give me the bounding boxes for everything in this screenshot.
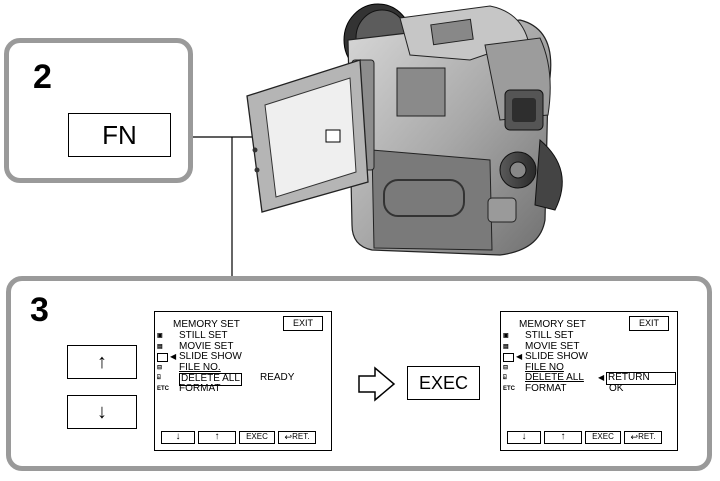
menu-item-still-set[interactable]: ▣ STILL SET [503,330,574,341]
screen-title: MEMORY SET [173,319,240,330]
softkey-bar: ↓ ↑ EXEC ↩RET. [507,431,662,444]
exit-button[interactable]: EXIT [283,316,323,331]
movie-icon: ▤ [157,343,163,350]
menu-list: ▣ STILL SET ▤ MOVIE SET ◀ SLIDE SHOW ⊟ F… [157,330,331,394]
cursor-left-icon: ◀ [516,352,523,361]
softkey-bar: ↓ ↑ EXEC ↩RET. [161,431,316,444]
etc-icon: ETC [157,385,169,392]
return-icon: ↩ [284,432,293,443]
fn-button[interactable]: FN [68,113,171,157]
slide-icon [157,353,168,362]
lcd-screen-before: MEMORY SET EXIT ▣ STILL SET ▤ MOVIE SET … [154,311,332,451]
right-arrow-icon [358,366,396,402]
menu-item-movie-set[interactable]: ▤ MOVIE SET [157,340,234,352]
softkey-exec[interactable]: EXEC [585,431,621,444]
movie-icon: ▤ [503,343,509,350]
softkey-return[interactable]: ↩RET. [624,431,662,444]
menu-item-delete-all[interactable]: ⌹ DELETE ALL READY [157,372,295,386]
still-icon: ▣ [503,333,509,339]
softkey-return[interactable]: ↩RET. [278,431,316,444]
step-3-number: 3 [30,291,49,329]
down-button[interactable]: ↓ [67,395,137,429]
menu-item-slide-show[interactable]: ◀ SLIDE SHOW [503,351,677,363]
screen-title: MEMORY SET [519,319,586,330]
step-2-number: 2 [33,58,52,96]
exec-button[interactable]: EXEC [407,366,480,400]
menu-item-delete-all[interactable]: ⌹ DELETE ALL ◀ RETURN [503,372,677,385]
cursor-left-icon: ◀ [598,373,605,382]
ok-option[interactable]: OK [609,382,624,394]
etc-icon: ETC [503,385,515,392]
delete-all-value: READY [260,372,295,383]
menu-item-format[interactable]: ETC FORMAT [157,382,221,394]
softkey-up[interactable]: ↑ [198,431,236,444]
file-icon: ⊟ [157,364,163,371]
menu-item-still-set[interactable]: ▣ STILL SET [157,330,228,341]
step-2-panel [4,38,193,183]
exit-button[interactable]: EXIT [629,316,669,331]
camcorder-illustration [246,3,563,256]
file-icon: ⊟ [503,364,509,371]
slide-icon [503,353,514,362]
up-button[interactable]: ↑ [67,345,137,379]
softkey-down[interactable]: ↓ [507,431,541,444]
softkey-down[interactable]: ↓ [161,431,195,444]
delete-icon: ⌹ [157,375,161,381]
menu-list: ▣ STILL SET ▤ MOVIE SET ◀ SLIDE SHOW ⊟ F… [503,330,677,394]
softkey-up[interactable]: ↑ [544,431,582,444]
menu-item-format[interactable]: ETC FORMAT OK [503,382,624,394]
softkey-exec[interactable]: EXEC [239,431,275,444]
menu-item-slide-show[interactable]: ◀ SLIDE SHOW [157,351,331,363]
delete-icon: ⌹ [503,375,507,381]
menu-item-movie-set[interactable]: ▤ MOVIE SET [503,340,580,352]
cursor-left-icon: ◀ [170,352,177,361]
menu-item-file-no[interactable]: ⊟ FILE NO. [157,361,221,373]
return-icon: ↩ [630,432,639,443]
still-icon: ▣ [157,333,163,339]
menu-item-file-no[interactable]: ⊟ FILE NO [503,361,564,373]
lcd-screen-after: MEMORY SET EXIT ▣ STILL SET ▤ MOVIE SET … [500,311,678,451]
return-option[interactable]: RETURN [606,372,676,385]
